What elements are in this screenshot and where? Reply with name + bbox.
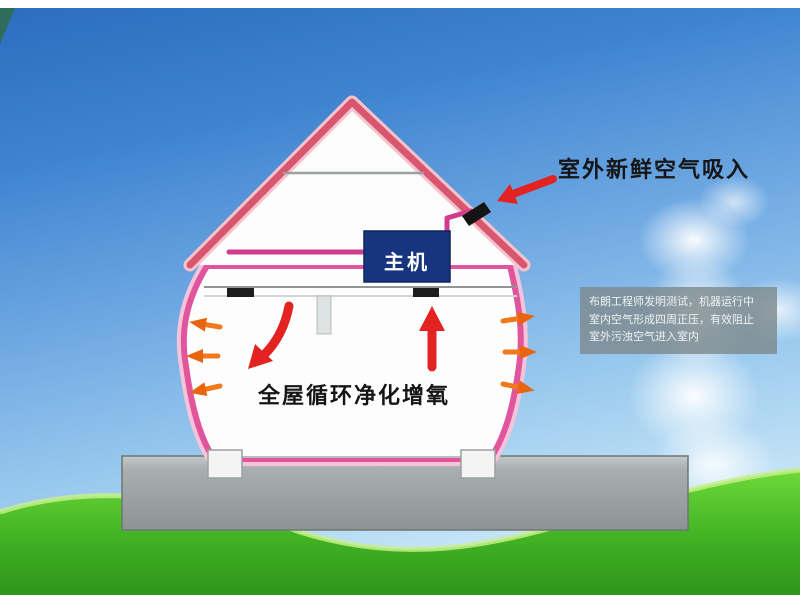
orange-arrow-left-3 — [189, 382, 223, 396]
ceiling-vent-right — [413, 288, 439, 297]
main-unit-box — [363, 230, 451, 283]
top-border — [0, 0, 800, 8]
orange-arrow-right-1 — [500, 311, 535, 326]
ceiling-vent-left — [227, 288, 254, 297]
footing-post-left — [207, 449, 243, 479]
orange-arrow-right-3 — [500, 380, 535, 395]
interior-column — [316, 295, 332, 335]
main-unit-label: 主机 — [384, 252, 430, 274]
orange-arrow-left-1 — [189, 317, 223, 332]
info-box-line: 室外污浊空气进入室内 — [589, 331, 699, 344]
duct-to-roof-vent — [444, 208, 474, 236]
roof-fill — [190, 102, 524, 265]
red-arrow-up — [419, 306, 445, 372]
foundation-slab — [121, 455, 689, 531]
corner-leaf-decoration — [0, 8, 15, 44]
info-box-line: 室内空气形成四周正压，有效阻止 — [589, 313, 754, 326]
red-arrow-down-left — [248, 301, 294, 369]
footing-post-right — [460, 449, 496, 479]
info-box: 布朗工程师发明测试，机器运行中 室内空气形成四周正压，有效阻止 室外污浊空气进入… — [580, 287, 777, 354]
fresh-air-intake-label: 室外新鲜空气吸入 — [558, 157, 751, 182]
cloud — [698, 176, 770, 228]
roof-intake-vent — [462, 202, 491, 226]
info-box-line: 布朗工程师发明测试，机器运行中 — [589, 296, 754, 308]
whole-house-circulation-label: 全屋循环净化增氧 — [258, 383, 451, 408]
grass-hills — [0, 470, 800, 595]
fresh-air-arrow — [497, 175, 557, 204]
